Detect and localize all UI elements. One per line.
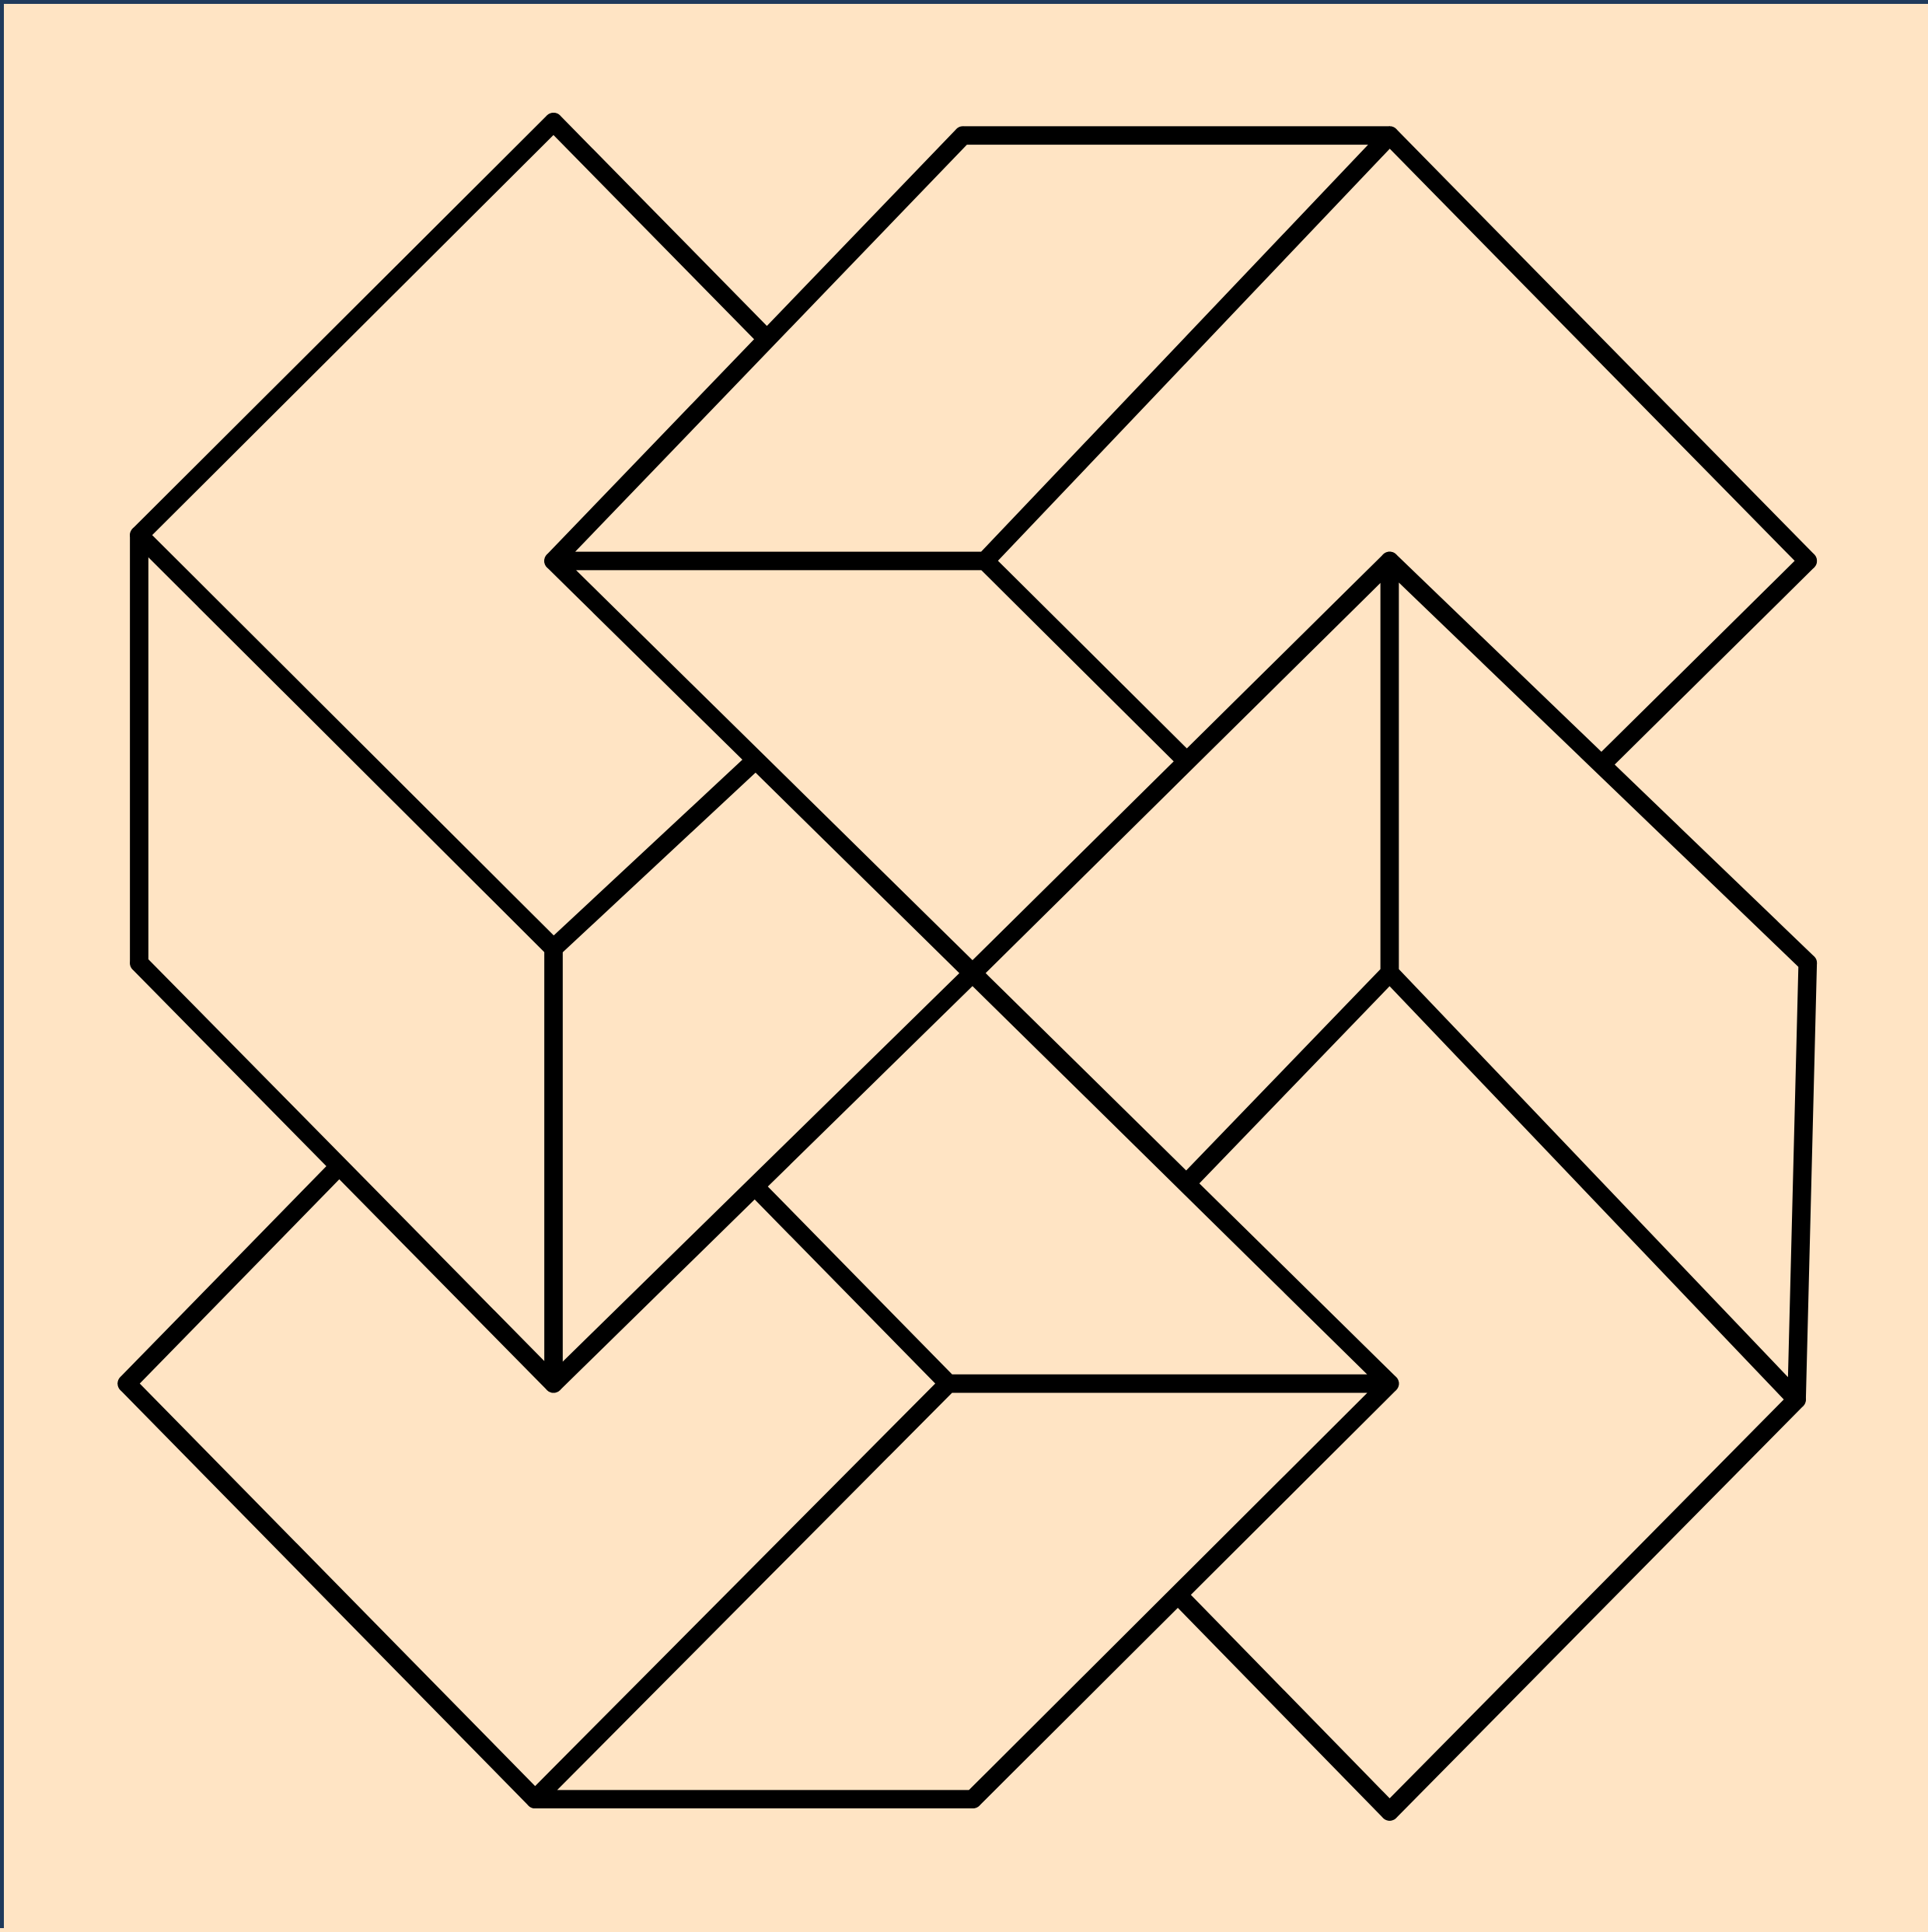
top-left-chevron-upper-diagonal-edge (544, 112, 774, 345)
bottom-left-chevron-outer-edge (117, 1374, 545, 1809)
top-parallelogram-left-edge (544, 126, 973, 571)
top-left-chevron-outer-edge (130, 112, 563, 545)
right-cube-diagonal-edge (1380, 963, 1806, 1410)
top-center-inner-diagonal-edge (976, 551, 1192, 766)
right-chevron-inner-edge (1380, 551, 1818, 973)
figure-edges (117, 112, 1818, 1821)
interlocking-shapes-figure (4, 4, 1928, 1932)
right-hex-edge-edge (1787, 953, 1818, 1410)
center-diagonal-down-edge (544, 963, 983, 1393)
bottom-parallelogram-left-edge (526, 1374, 958, 1809)
top-left-cube-front-edge (544, 754, 761, 958)
bottom-left-chevron-upper-edge (117, 1160, 345, 1393)
left-lower-diagonal-edge (130, 953, 563, 1393)
top-left-chevron-inner-edge (130, 526, 563, 958)
top-parallelogram-right-edge (976, 126, 1399, 571)
bottom-right-chevron-outer-edge (1380, 1390, 1806, 1821)
right-center-diagonal-up-edge (963, 551, 1399, 983)
bottom-right-chevron-lower-edge (1172, 1589, 1399, 1821)
bottom-center-inner-diagonal-edge (747, 1179, 958, 1393)
right-cube-front-edge (1179, 963, 1399, 1192)
top-right-chevron-tip-edge (1593, 551, 1818, 774)
top-right-chevron-outer-edge (1380, 126, 1818, 571)
